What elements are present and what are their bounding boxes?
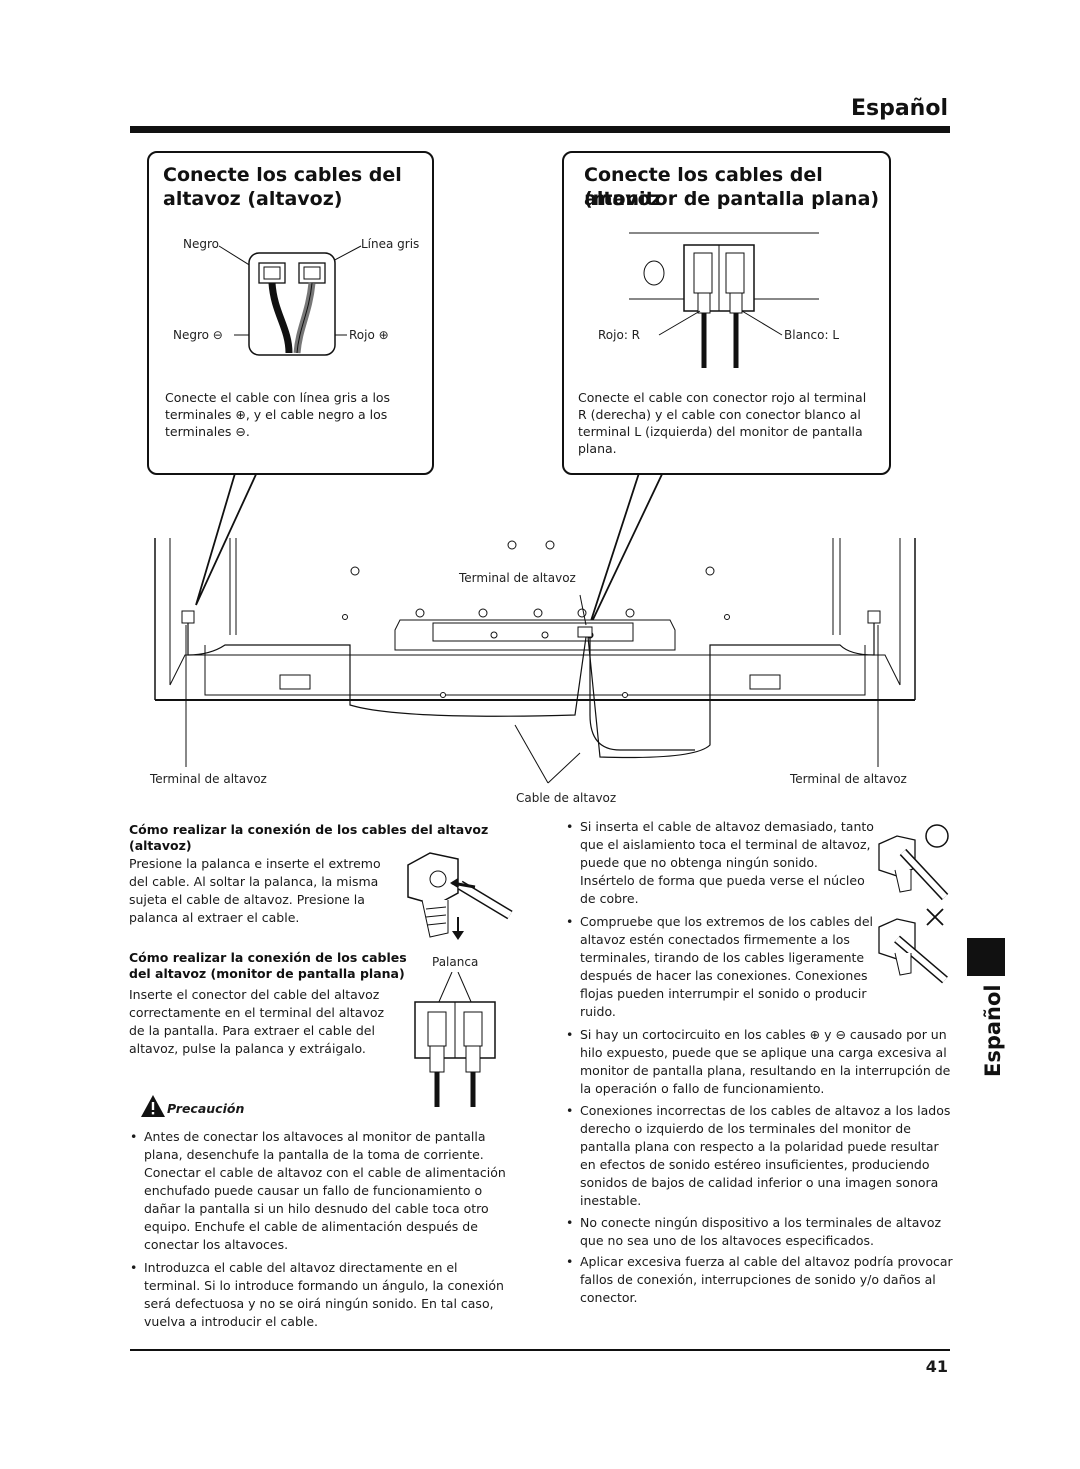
panel-title-line1: Conecte los cables del: [163, 164, 402, 186]
para-speaker-connection: Presione la palanca e inserte el extremo…: [129, 856, 381, 925]
label-palanca: Palanca: [432, 955, 479, 969]
label-negro-top: Negro: [183, 237, 219, 251]
monitor-rear-diagram: [154, 538, 916, 784]
caution-bullet-1: Antes de conectar los altavoces al monit…: [130, 1128, 506, 1254]
para-monitor-connection: Inserte el conector del cable del altavo…: [129, 987, 385, 1056]
lever-illustration: [407, 852, 513, 940]
warning-triangle-icon: [141, 1095, 165, 1117]
right-bullet-6: Aplicar excesiva fuerza al cable del alt…: [566, 1253, 958, 1307]
right-bullet-3: Si hay un cortocircuito en los cables ⊕ …: [566, 1026, 958, 1098]
label-rojo-r: Rojo: R: [598, 328, 641, 342]
label-rojo-plus: Rojo ⊕: [349, 328, 389, 342]
side-tab-marker: [967, 938, 1005, 976]
right-bullet-1: Si inserta el cable de altavoz demasiado…: [566, 818, 875, 908]
label-terminal-right: Terminal de altavoz: [790, 772, 907, 786]
panel-title-line2: (monitor de pantalla plana): [584, 188, 880, 210]
panel-right-text: Conecte el cable con conector rojo al te…: [578, 390, 867, 456]
label-linea-gris: Línea gris: [361, 237, 420, 251]
label-terminal-center: Terminal de altavoz: [459, 571, 576, 585]
label-blanco-l: Blanco: L: [784, 328, 840, 342]
panel-speaker-cables: Conecte los cables del altavoz (altavoz)…: [147, 151, 434, 475]
right-bullet-4: Conexiones incorrectas de los cables de …: [566, 1102, 958, 1210]
speaker-terminal-illustration: [218, 245, 362, 356]
side-tab-language: Español: [981, 984, 1005, 1077]
label-negro-minus: Negro ⊖: [173, 328, 223, 342]
caution-bullet-2: Introduzca el cable del altavoz directam…: [130, 1259, 506, 1331]
monitor-terminal-illustration: [629, 232, 819, 368]
page-number: 41: [925, 1357, 948, 1376]
caution-label: Precaución: [167, 1101, 245, 1116]
label-terminal-left: Terminal de altavoz: [150, 772, 267, 786]
panel-left-text: Conecte el cable con línea gris a los te…: [165, 390, 391, 439]
incorrect-insertion-illustration: [878, 908, 948, 984]
right-bullet-2: Compruebe que los extremos de los cables…: [566, 913, 875, 1021]
footer-rule: [130, 1349, 950, 1351]
heading-speaker-connection: Cómo realizar la conexión de los cables …: [129, 822, 489, 853]
label-speaker-cable: Cable de altavoz: [516, 791, 617, 805]
header-language: Español: [850, 96, 948, 121]
connector-illustration: [414, 972, 496, 1107]
panel-title-line2: altavoz (altavoz): [163, 188, 343, 210]
panel-title-line1: Conecte los cables del altavoz: [584, 164, 823, 210]
right-bullet-5: No conecte ningún dispositivo a los term…: [566, 1214, 958, 1250]
header-rule: [130, 126, 950, 133]
correct-insertion-illustration: [878, 824, 949, 901]
heading-monitor-connection: Cómo realizar la conexión de los cables …: [129, 950, 407, 981]
panel-monitor-cables: Conecte los cables del altavoz (monitor …: [562, 151, 891, 475]
